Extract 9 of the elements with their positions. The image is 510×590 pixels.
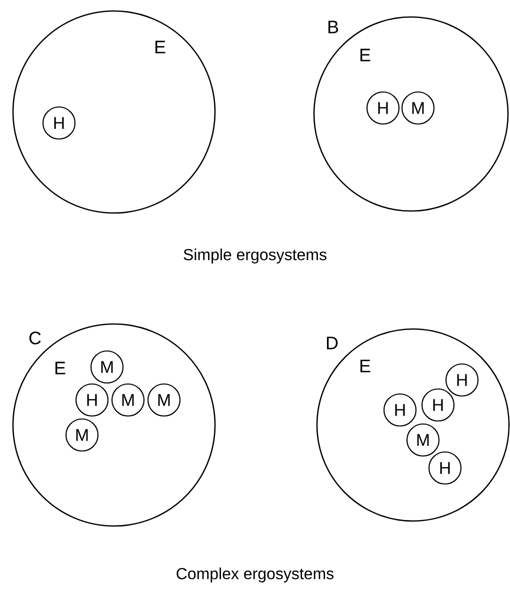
caption: Simple ergosystems xyxy=(184,248,326,264)
panel-letter: C xyxy=(29,332,41,344)
environment-letter: E xyxy=(360,48,370,62)
panel-letter: B xyxy=(328,20,338,34)
environment-letter: E xyxy=(360,360,370,372)
panel-letter: D xyxy=(326,336,338,350)
environment-letter: E xyxy=(155,40,166,54)
environment-letter: E xyxy=(55,362,66,374)
caption: Complex ergosystems xyxy=(176,568,334,582)
